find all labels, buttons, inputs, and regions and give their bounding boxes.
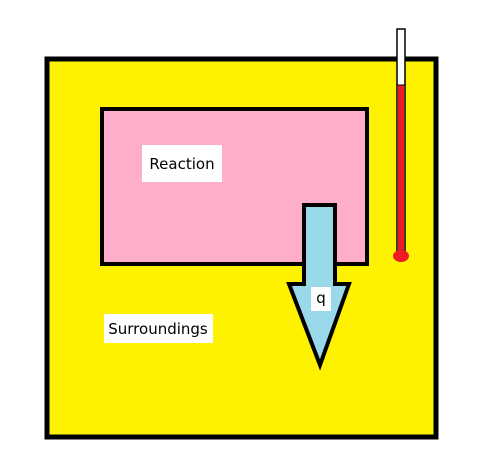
thermometer-bulb — [393, 250, 409, 262]
surroundings-label-text: Surroundings — [108, 320, 208, 338]
surroundings-label-background — [104, 314, 213, 343]
thermometer-liquid — [398, 85, 404, 255]
heat-label-background — [311, 287, 331, 311]
heat-flow-arrow: q — [286, 203, 352, 371]
down-arrow-icon — [286, 203, 352, 371]
reaction-label: Reaction — [142, 145, 222, 182]
surroundings-label: Surroundings — [104, 314, 213, 343]
heat-label-text: q — [316, 289, 326, 307]
reaction-label-text: Reaction — [149, 155, 214, 173]
thermometer-icon — [393, 28, 409, 262]
reaction-label-background — [142, 145, 222, 182]
